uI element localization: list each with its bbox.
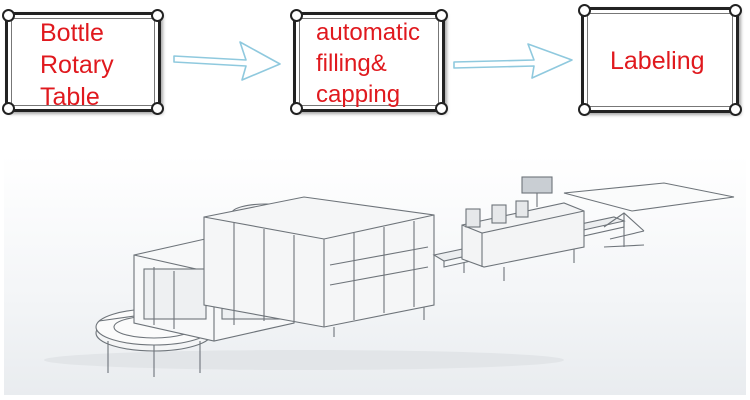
collection-table-drawing	[563, 182, 735, 248]
labeling-machine-drawing	[461, 200, 585, 281]
frame-corner-ornament	[435, 9, 448, 22]
stage-box-labeling: Labeling	[578, 4, 742, 116]
arrow-right-icon	[173, 41, 281, 81]
stage-label-labeling: Labeling	[610, 47, 705, 75]
frame-corner-ornament	[2, 102, 15, 115]
frame-corner-ornament	[578, 4, 591, 17]
flow-arrow-2	[453, 43, 573, 79]
stage-label-filling-capping: automatic filling& capping	[316, 19, 421, 108]
touch-screen-drawing	[521, 176, 553, 207]
frame-corner-ornament	[578, 103, 591, 116]
filling-capping-enclosure-drawing	[203, 196, 435, 337]
frame-corner-ornament	[435, 102, 448, 115]
frame-corner-ornament	[729, 103, 742, 116]
production-line-illustration	[4, 155, 746, 395]
frame-corner-ornament	[151, 9, 164, 22]
stage-box-bottle-rotary-table: Bottle Rotary Table	[2, 9, 164, 115]
stage-box-filling-capping: automatic filling& capping	[290, 9, 448, 115]
stage-label-bottle-rotary-table: Bottle Rotary Table	[40, 19, 114, 111]
arrow-right-icon	[453, 43, 573, 79]
frame-corner-ornament	[151, 102, 164, 115]
frame-corner-ornament	[290, 102, 303, 115]
flow-arrow-1	[173, 41, 281, 81]
frame-corner-ornament	[729, 4, 742, 17]
frame-corner-ornament	[290, 9, 303, 22]
frame-corner-ornament	[2, 9, 15, 22]
production-line-drawing	[44, 176, 735, 377]
